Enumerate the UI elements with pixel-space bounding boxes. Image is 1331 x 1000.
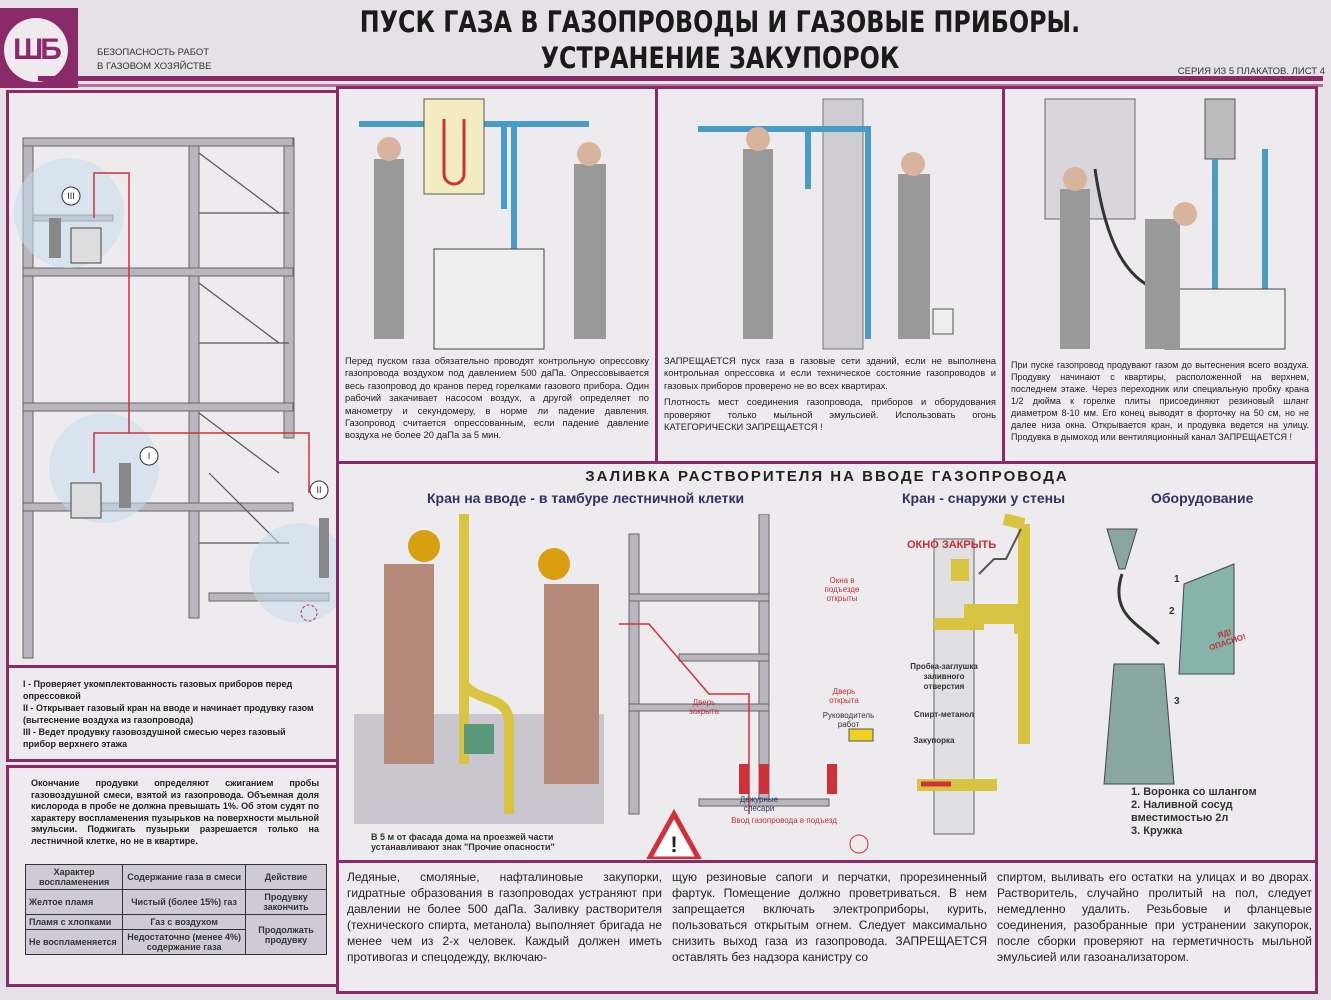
valve-marker — [300, 604, 318, 622]
pressure-test-panel: Перед пуском газа обязательно проводят к… — [336, 86, 658, 464]
label-blockage: Закупорка — [913, 736, 955, 745]
leak-check-panel: ЗАПРЕЩАЕТСЯ пуск газа в газовые сети зда… — [655, 86, 1005, 464]
marker-II: II — [316, 485, 321, 495]
gas-purge-panel: При пуске газопровод продувают газом до … — [1002, 86, 1318, 464]
label-alcohol: Спирт-метанол — [913, 710, 975, 719]
gas-pipe — [459, 514, 514, 814]
equipment-number: 3 — [1174, 696, 1180, 707]
label-gas-inlet: Ввод газопровода в подъезд — [731, 816, 837, 825]
panel-text: Плотность мест соединения газопровода, п… — [664, 396, 996, 433]
warning-sign-board — [848, 728, 874, 742]
marker-I: I — [148, 451, 151, 461]
worker-figure — [374, 159, 404, 339]
series-label: СЕРИЯ ИЗ 5 ПЛАКАТОВ. ЛИСТ 4 — [1177, 66, 1325, 77]
legend-item: III - Ведет продувку газовоздушной смесь… — [23, 727, 286, 749]
highlight-circle — [49, 413, 159, 523]
highlight-circle — [249, 523, 336, 623]
legend-item: II - Открывает газовый кран на вводе и н… — [23, 703, 314, 725]
equipment-item: 3. Кружка — [1131, 825, 1183, 837]
building-diagram-panel: III I II — [6, 90, 339, 668]
subtitle-inlet-valve: Кран на вводе - в тамбуре лестничной кле… — [427, 490, 745, 506]
purge-panel: Окончание продувки определяют сжиганием … — [6, 765, 339, 987]
worker-figure — [384, 564, 434, 764]
equipment-number: 2 — [1169, 606, 1175, 617]
label-supervisor: Руководитель работ — [822, 711, 875, 729]
logo: ШБ — [0, 8, 78, 88]
danger-sign-icon — [646, 808, 702, 859]
worker-figure — [743, 149, 773, 339]
worker-figure — [1145, 219, 1180, 349]
label-plug: Пробка-заглушка заливного отверстия — [910, 662, 978, 691]
worker-figure — [1060, 189, 1090, 349]
gas-meter-icon — [1204, 98, 1236, 160]
text-column: Ледяные, смоляные, нафталиновые закупорк… — [347, 870, 662, 964]
subtitle-equipment: Оборудование — [1151, 490, 1254, 506]
legend-panel: I - Проверяет укомплектованность газовых… — [6, 665, 339, 762]
label-windows-open: Окна в подъезде открыты — [824, 576, 860, 603]
solvent-section: ЗАЛИВКА РАСТВОРИТЕЛЯ НА ВВОДЕ ГАЗОПРОВОД… — [336, 461, 1318, 863]
section-title: ЗАЛИВКА РАСТВОРИТЕЛЯ НА ВВОДЕ ГАЗОПРОВОД… — [585, 468, 1069, 485]
stove-icon — [70, 482, 102, 519]
stove-icon — [70, 227, 102, 264]
plug-icon — [951, 559, 969, 581]
equipment-item: 1. Воронка со шлангом — [1131, 786, 1257, 798]
funnel-icon — [1106, 528, 1138, 570]
solvent-illustration: ! 1 2 3 — [354, 514, 1235, 859]
marker-III: III — [67, 191, 75, 201]
legend-item: I - Проверяет укомплектованность газовых… — [23, 679, 293, 701]
panel-text: Перед пуском газа обязательно проводят к… — [345, 355, 649, 441]
pressure-test-illustration — [359, 98, 606, 350]
text-column: щую резиновые сапоги и перчатки, прорези… — [672, 870, 987, 964]
highlight-circle — [14, 158, 124, 268]
canister-icon — [1178, 563, 1235, 675]
page-title: ПУСК ГАЗА В ГАЗОПРОВОДЫ И ГАЗОВЫЕ ПРИБОР… — [359, 5, 1081, 75]
bottom-text-panel: Ледяные, смоляные, нафталиновые закупорк… — [336, 860, 1318, 994]
worker-figure — [544, 584, 599, 784]
label-close-window: ОКНО ЗАКРЫТЬ — [907, 539, 997, 551]
equipment-item: 2. Наливной сосуд вместимостью 2л — [1131, 799, 1233, 824]
equipment-number: 1 — [1174, 574, 1180, 585]
header-stripe — [38, 76, 1323, 81]
canister-icon — [464, 724, 494, 754]
panel-text: При пуске газопровод продувают газом до … — [1011, 360, 1309, 442]
soap-jar-icon — [932, 308, 954, 335]
header-stripe — [38, 84, 1323, 87]
sign-note: В 5 м от фасада дома на проезжей части у… — [371, 832, 555, 852]
leak-check-illustration — [698, 98, 954, 350]
worker-figure — [898, 174, 930, 339]
purge-text: Окончание продувки определяют сжиганием … — [31, 778, 319, 846]
text-column: спиртом, выливать его остатки на улицах … — [997, 870, 1312, 964]
manometer-icon — [423, 98, 485, 195]
subtitle-wall-valve: Кран - снаружи у стены — [902, 490, 1066, 506]
label-door-closed: Дверь закрыта — [689, 698, 719, 716]
building-section-illustration: III I II — [14, 137, 336, 659]
worker-figure — [574, 164, 606, 339]
gas-purge-illustration — [1044, 98, 1286, 350]
mug-icon — [1103, 663, 1175, 785]
label-door-open: Дверь открыта — [829, 687, 859, 705]
stove-icon — [433, 248, 545, 350]
gas-pipe-line — [93, 172, 310, 493]
svg-text:!: ! — [670, 832, 677, 857]
panel-text: ЗАПРЕЩАЕТСЯ пуск газа в газовые сети зда… — [664, 355, 996, 391]
label-fitters: Дежурные слесари — [739, 795, 779, 813]
stove-icon — [1164, 288, 1286, 350]
